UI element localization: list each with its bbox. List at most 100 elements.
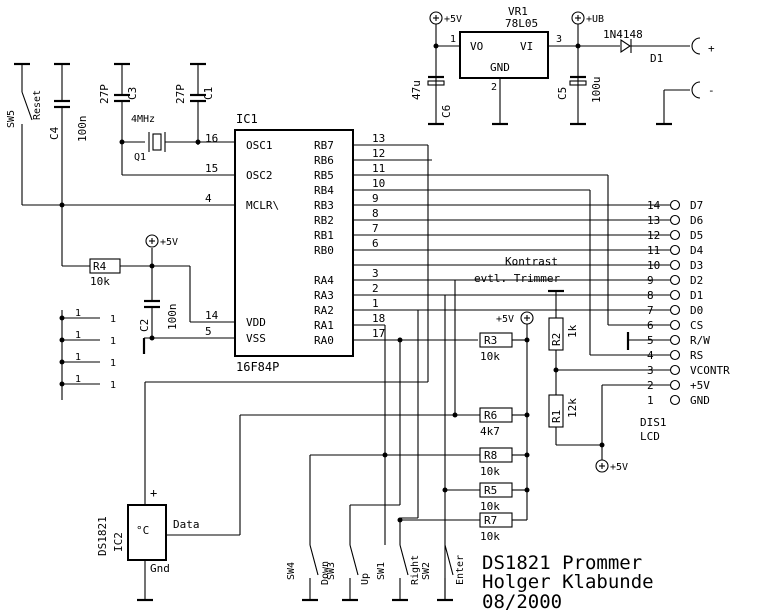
svg-text:R5: R5 [484, 484, 497, 497]
svg-text:1: 1 [450, 34, 456, 45]
ic1-pin-number: 14 [205, 309, 219, 322]
push-button-enter[interactable] [444, 544, 454, 576]
ic1-pin-name: RA3 [314, 289, 334, 302]
ic1-pin-number: 10 [372, 177, 385, 190]
svg-text:°C: °C [136, 524, 149, 537]
svg-text:Kontrast: Kontrast [505, 255, 558, 268]
lcd-pin-terminal [669, 334, 681, 346]
svg-text:10k: 10k [480, 465, 500, 478]
power-supply-section: +5V 1 47u C6 VR1 78L05 VO VI GND 2 3 +UB… [410, 5, 715, 126]
svg-text:R1: R1 [550, 410, 563, 423]
svg-text:R6: R6 [484, 409, 497, 422]
svg-text:IC1: IC1 [236, 112, 258, 126]
reset-section: SW5 Reset C4 100n R4 10k +5V C2 100n [6, 62, 235, 354]
svg-text:C5: C5 [556, 87, 569, 100]
ic1-pin-name: VSS [246, 332, 266, 345]
svg-text:100n: 100n [76, 116, 89, 143]
ic1-pin-name: MCLR\ [246, 199, 279, 212]
lcd-pin-name: RS [690, 349, 703, 362]
svg-text:4k7: 4k7 [480, 425, 500, 438]
svg-text:DIS1: DIS1 [640, 416, 667, 429]
ic1-pin-name: RA1 [314, 319, 334, 332]
lcd-pin-terminal [669, 274, 681, 286]
lcd-pin-name: D5 [690, 229, 703, 242]
ic1-pin-number: 7 [372, 222, 379, 235]
push-button-right[interactable] [399, 544, 409, 576]
jumper-label: 1 [75, 352, 81, 363]
jumper-label: 1 [75, 330, 81, 341]
lcd-pin-name: +5V [690, 379, 710, 392]
title-block: DS1821 Prommer Holger Klabunde 08/2000 [482, 552, 654, 613]
svg-text:D1: D1 [650, 52, 663, 65]
ic1-pin-name: RB4 [314, 184, 334, 197]
lcd-pin-terminal [669, 244, 681, 256]
svg-text:3: 3 [556, 34, 562, 45]
ic1-pin-name: OSC2 [246, 169, 273, 182]
ic1-pin-number: 13 [372, 132, 385, 145]
svg-text:2: 2 [491, 82, 497, 93]
lcd-pin-terminal [669, 259, 681, 271]
ic1-pin-number: 17 [372, 327, 385, 340]
ic1-pin-name: RB6 [314, 154, 334, 167]
svg-text:78L05: 78L05 [505, 17, 538, 30]
svg-text:R7: R7 [484, 514, 497, 527]
svg-text:100u: 100u [590, 77, 603, 104]
ic1-pin-number: 1 [372, 297, 379, 310]
lcd-pin-terminal [669, 394, 681, 406]
title-line1: DS1821 Prommer [482, 552, 642, 574]
lcd-pin-terminal [669, 229, 681, 241]
ic1-pin-number: 18 [372, 312, 385, 325]
svg-text:VR1: VR1 [508, 5, 528, 18]
svg-text:+5V: +5V [496, 314, 514, 325]
push-button-up[interactable] [349, 544, 359, 576]
lcd-pin-name: D6 [690, 214, 703, 227]
ic1-pin-number: 8 [372, 207, 379, 220]
lcd-pin-name: D7 [690, 199, 703, 212]
svg-text:R8: R8 [484, 449, 497, 462]
push-button-down[interactable] [309, 544, 319, 576]
lcd-pin-number: 1 [647, 394, 654, 407]
ic1-pin-name: RB5 [314, 169, 334, 182]
ic1-pin-name: RB1 [314, 229, 334, 242]
svg-text:C2: C2 [138, 319, 151, 332]
lcd-pin-terminal [669, 379, 681, 391]
reset-switch[interactable] [21, 91, 33, 121]
svg-text:GND: GND [490, 61, 510, 74]
switch-label: Right [410, 555, 421, 585]
ic1-pin-number: 6 [372, 237, 379, 250]
minus-terminal [691, 81, 701, 99]
resistor-ladder: +5V R3 10k R6 4k7 R8 10k R5 10k R7 10k [165, 311, 534, 545]
svg-text:R3: R3 [484, 334, 497, 347]
svg-text:1k: 1k [566, 324, 579, 338]
lcd-pin-name: D2 [690, 274, 703, 287]
ic1-pin-number: 5 [205, 325, 212, 338]
switch-label: Up [360, 573, 371, 585]
jumper-label: 1 [75, 374, 81, 385]
ic1-pin-name: RB2 [314, 214, 334, 227]
svg-text:SW5: SW5 [6, 110, 17, 128]
jumper-label: 1 [110, 358, 116, 369]
switch-label: Enter [455, 555, 466, 585]
svg-text:evtl. Trimmer: evtl. Trimmer [474, 272, 560, 285]
switch-ref: SW1 [376, 562, 387, 580]
ic1-pin-number: 3 [372, 267, 379, 280]
svg-text:Gnd: Gnd [150, 562, 170, 575]
svg-text:27P: 27P [174, 84, 187, 104]
lcd-pin-terminal [669, 289, 681, 301]
switch-ref: SW3 [326, 562, 337, 580]
svg-text:12k: 12k [566, 398, 579, 418]
ic1-pin-name: RB0 [314, 244, 334, 257]
d1-diode [620, 38, 631, 54]
jumper-label: 1 [110, 336, 116, 347]
svg-text:C4: C4 [48, 126, 61, 140]
ic1-pin-number: 15 [205, 162, 218, 175]
svg-text:+: + [708, 42, 715, 55]
plus-terminal [691, 37, 701, 55]
ic1-pin-number: 11 [372, 162, 385, 175]
svg-text:1N4148: 1N4148 [603, 28, 643, 41]
lcd-pin-terminal [669, 199, 681, 211]
